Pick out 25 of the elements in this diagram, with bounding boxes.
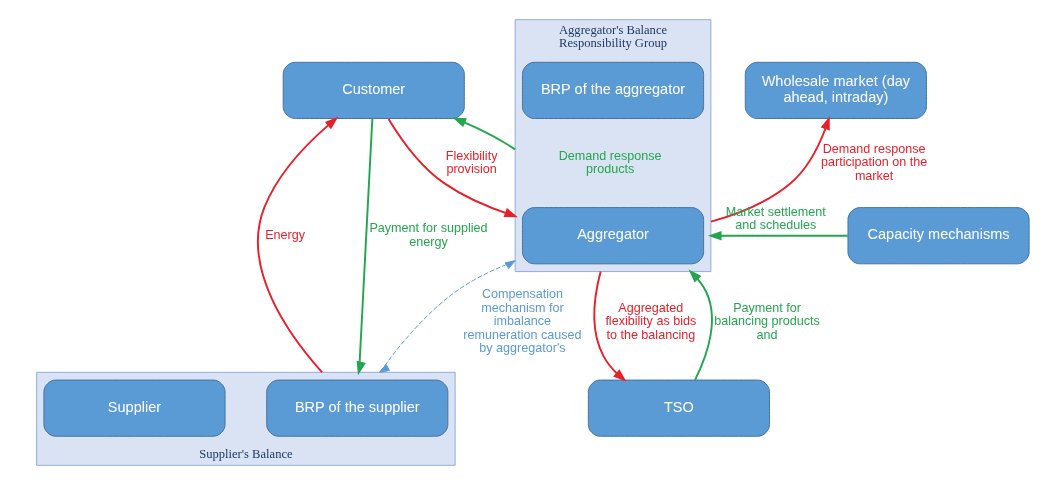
node-box: Capacity mechanisms xyxy=(847,207,1030,265)
edge-label: Flexibility provision xyxy=(445,148,497,177)
arrow xyxy=(707,230,849,241)
node-box: Aggregator xyxy=(521,207,704,265)
edge-label: Demand response products xyxy=(558,148,662,177)
arrow xyxy=(378,260,516,373)
arrow xyxy=(592,270,627,382)
node-box: TSO xyxy=(587,379,770,437)
edge-label: Demand response participation on the market xyxy=(820,141,927,183)
node-box: BRP of the aggregator xyxy=(521,61,704,119)
arrow xyxy=(688,269,713,381)
node-box: Supplier xyxy=(42,379,226,437)
arrow xyxy=(452,117,516,151)
arrow xyxy=(356,117,373,376)
arrow xyxy=(256,116,338,374)
edge-label: Payment for supplied energy xyxy=(368,221,488,249)
edge-label: Aggregated flexibility as bids to the balancing xyxy=(604,300,696,342)
arrow xyxy=(709,116,830,223)
node-box: BRP of the supplier xyxy=(265,379,448,437)
edge-label: Compensation mechanism for imbalance remuneration caused by aggregator's xyxy=(462,287,582,356)
edge-label: Payment for balancing products and xyxy=(713,300,820,342)
arrow xyxy=(387,117,518,218)
edge-label: Energy xyxy=(264,228,305,243)
node-box: Customer xyxy=(282,61,465,119)
node-box: Wholesale market (day ahead, intraday) xyxy=(744,61,927,119)
